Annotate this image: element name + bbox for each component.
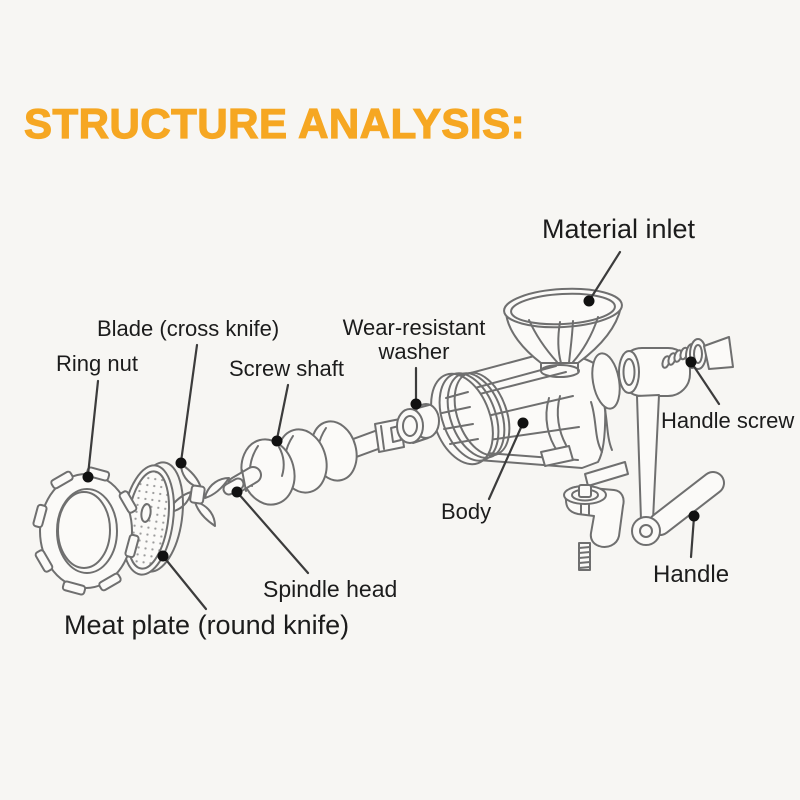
label-material-inlet: Material inlet — [542, 214, 696, 244]
handle-screw-part — [661, 336, 734, 370]
label-handle-screw: Handle screw — [661, 408, 795, 433]
page-title: STRUCTURE ANALYSIS: — [23, 100, 526, 147]
label-handle: Handle — [653, 561, 730, 588]
leader-meat-plate — [157, 550, 208, 611]
leader-ring-nut — [82, 379, 100, 483]
washer-part — [396, 403, 440, 444]
spindle-head-part — [222, 466, 262, 496]
label-screw-shaft: Screw shaft — [229, 356, 344, 381]
ring-nut-part — [32, 466, 140, 596]
label-body: Body — [441, 499, 492, 524]
leader-screw-shaft — [271, 383, 290, 447]
leader-blade — [175, 343, 199, 469]
screw-shaft-part — [240, 418, 405, 506]
label-washer-line1: Wear-resistant — [342, 315, 486, 340]
label-ring-nut: Ring nut — [56, 351, 138, 376]
clamp-stand — [540, 395, 629, 571]
label-spindle-head: Spindle head — [263, 576, 398, 602]
leader-body — [487, 417, 529, 501]
label-meat-plate: Meat plate (round knife) — [64, 610, 350, 640]
label-washer-line2: washer — [378, 338, 450, 364]
label-wear-resistant-washer: Wear-resistant washer — [336, 316, 492, 364]
label-blade: Blade (cross knife) — [97, 316, 280, 341]
leader-handle — [688, 510, 700, 559]
leader-washer — [410, 366, 422, 410]
leader-spindle-head — [231, 486, 310, 575]
leader-material-inlet — [583, 250, 622, 307]
leader-handle-screw — [685, 356, 721, 406]
blade-part — [166, 463, 230, 527]
